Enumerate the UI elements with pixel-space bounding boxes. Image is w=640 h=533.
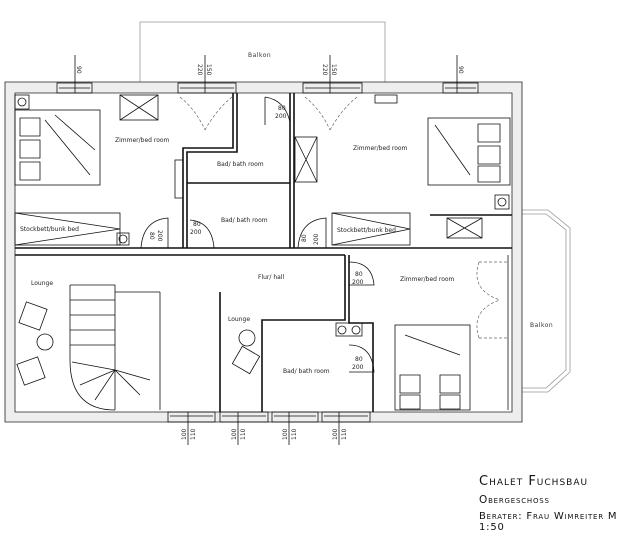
furniture — [14, 94, 511, 411]
dim-label: 100 — [282, 428, 289, 440]
door-dim-height: 200 — [275, 113, 287, 120]
room-label: Lounge — [228, 316, 250, 323]
room-label: Bad/ bath room — [221, 217, 268, 224]
door-dim-height: 200 — [190, 229, 202, 236]
interior-walls — [15, 93, 512, 412]
door-dim-width: 80 — [193, 221, 201, 228]
stove-icon — [335, 322, 363, 337]
wardrobe-icon — [446, 217, 483, 239]
door-dim-width: 80 — [278, 105, 286, 112]
room-label: Flur/ hall — [258, 274, 284, 281]
stove-icon — [494, 194, 510, 210]
project-title: Chalet Fuchsbau — [479, 474, 589, 489]
door-dim-height: 200 — [352, 279, 364, 286]
dim-label: 150 — [205, 64, 212, 76]
floor-name: Obergeschoss — [479, 494, 550, 506]
balcony-top: Balkon — [139, 21, 386, 82]
room-label: Bad/ bath room — [217, 161, 264, 168]
door-dim-width: 80 — [355, 356, 363, 363]
room-label: Lounge — [31, 280, 53, 287]
room-label: Bad/ bath room — [283, 368, 330, 375]
dim-label: 150 — [330, 64, 337, 76]
bunk-bed-right — [331, 212, 411, 246]
room-label: Zimmer/bed room — [115, 137, 170, 144]
balcony-top-label: Balkon — [248, 52, 271, 59]
room-label: Stockbett/bunk bed — [20, 226, 79, 233]
dim-label: 100 — [332, 428, 339, 440]
door-dim-height: 200 — [156, 230, 163, 242]
outer-walls — [4, 81, 523, 423]
dim-label: 90 — [457, 66, 464, 74]
room-label: Zimmer/bed room — [353, 145, 408, 152]
doors: 80 200 80 200 80 200 80 200 80 200 80 20… — [140, 96, 509, 410]
wardrobe-icon — [294, 136, 318, 183]
bunk-bed-left — [14, 212, 121, 246]
bed-icon — [394, 324, 471, 411]
dim-label: 110 — [190, 428, 197, 440]
dim-label: 110 — [341, 428, 348, 440]
stove-icon — [14, 94, 30, 110]
bottom-windows: 100 110 100 110 100 110 100 110 — [167, 411, 371, 445]
stove-icon — [116, 232, 130, 246]
dim-label: 100 — [231, 428, 238, 440]
door-dim-height: 200 — [352, 364, 364, 371]
dim-label: 90 — [75, 66, 82, 74]
dim-label: 110 — [240, 428, 247, 440]
dim-label: 100 — [181, 428, 188, 440]
room-label: Zimmer/bed room — [400, 276, 455, 283]
wardrobe-icon — [119, 94, 159, 121]
room-label: Stockbett/bunk bed — [337, 227, 396, 234]
door-dim-width: 80 — [355, 271, 363, 278]
dim-label: 220 — [321, 64, 328, 76]
balcony-right-label: Balkon — [530, 322, 553, 329]
consultant-scale: Berater: Frau Wimreiter M 1:50 — [479, 511, 618, 533]
room-labels: Zimmer/bed room Zimmer/bed room Zimmer/b… — [20, 137, 455, 375]
bed-icon — [14, 109, 101, 186]
bed-icon — [427, 117, 511, 186]
door-dim-height: 200 — [313, 233, 320, 245]
top-windows: 90 150 220 150 220 90 — [56, 55, 479, 94]
lounge-chairs — [16, 301, 261, 386]
door-dim-width: 80 — [148, 232, 155, 240]
dim-label: 220 — [196, 64, 203, 76]
staircase — [69, 284, 161, 411]
balcony-right: Balkon — [517, 209, 571, 393]
dim-label: 110 — [291, 428, 298, 440]
door-dim-width: 80 — [301, 234, 308, 242]
